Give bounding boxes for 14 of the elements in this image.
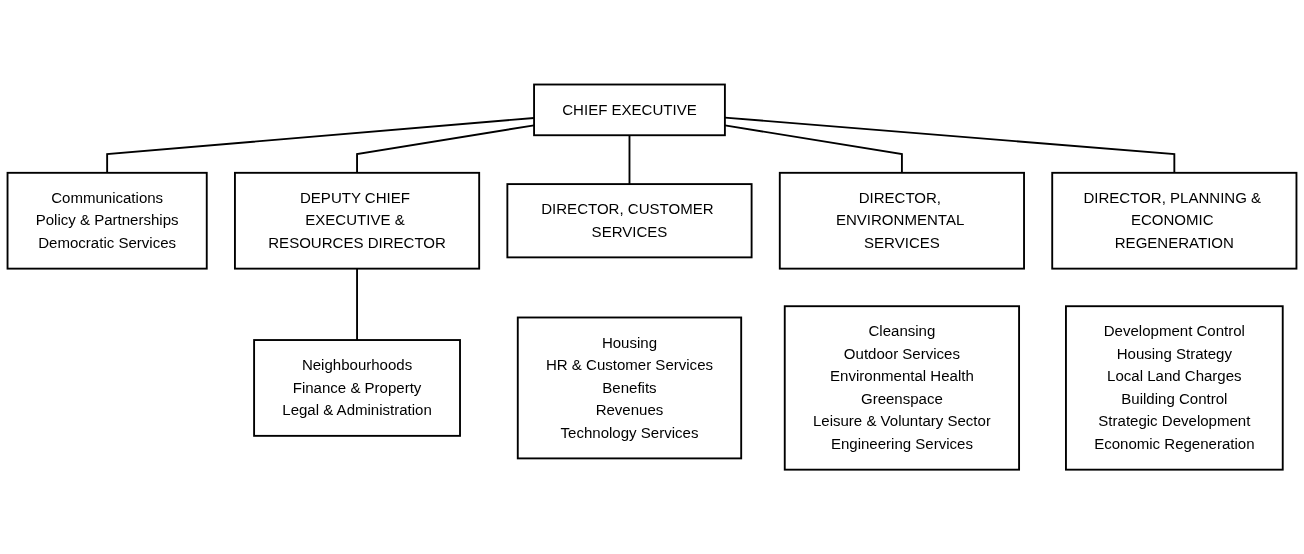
node-box: Neighbourhoods Finance & Property Legal & Administration <box>253 339 461 437</box>
node-box: Communications Policy & Partnerships Democratic Services <box>6 171 208 270</box>
connector <box>628 134 631 185</box>
node-box: CHIEF EXECUTIVE <box>533 83 726 137</box>
connector <box>356 124 535 174</box>
node-box: Housing HR & Customer Services Benefits Revenues Technology Services <box>516 316 743 460</box>
node-box: DEPUTY CHIEF EXECUTIVE & RESOURCES DIRECTOR <box>234 171 481 270</box>
connector <box>356 267 358 341</box>
node-box: Cleansing Outdoor Services Environmental Health Greenspace Leisure & Voluntary Sector Engineering Services <box>783 305 1020 471</box>
node-box: DIRECTOR, CUSTOMER SERVICES <box>506 183 753 259</box>
connector <box>106 116 535 174</box>
node-box: DIRECTOR, PLANNING & ECONOMIC REGENERATION <box>1051 171 1298 270</box>
node-box: Development Control Housing Strategy Local Land Charges Building Control Strategic Development Economic Regeneration <box>1065 305 1284 471</box>
node-box: DIRECTOR, ENVIRONMENTAL SERVICES <box>778 171 1025 270</box>
